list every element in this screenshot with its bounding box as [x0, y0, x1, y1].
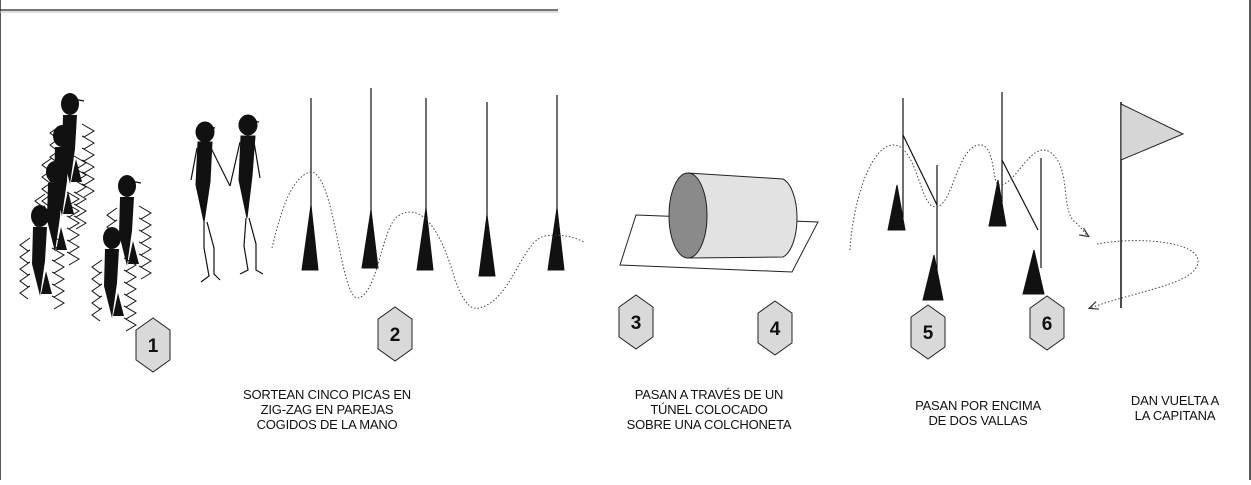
tunnel-mouth — [668, 172, 708, 259]
station-badge-3: 3 — [618, 294, 654, 350]
pole-1 — [301, 98, 319, 271]
station-badge-1: 1 — [135, 317, 171, 373]
station-number: 6 — [1042, 314, 1053, 335]
player-figure — [19, 205, 65, 310]
return-path — [1090, 240, 1199, 308]
station-badges: 1 2 3 4 5 6 — [135, 294, 1065, 373]
hurdle-1 — [887, 98, 944, 301]
station-number: 5 — [923, 323, 934, 344]
tunnel-body — [687, 172, 798, 259]
tunnel-on-mat — [619, 172, 819, 273]
caption-hurdles: PASAN POR ENCIMA DE DOS VALLAS — [915, 398, 1041, 428]
player-pair — [190, 114, 264, 283]
pole-3 — [416, 98, 434, 271]
pole-2 — [361, 88, 379, 269]
station-badge-2: 2 — [377, 306, 413, 362]
station-badge-4: 4 — [757, 300, 793, 356]
team-group — [19, 93, 152, 332]
hurdles — [887, 92, 1045, 301]
captain-flag — [1120, 102, 1185, 308]
caption-flag: DAN VUELTA A LA CAPITANA — [1130, 393, 1220, 423]
caption-zigzag: SORTEAN CINCO PICAS EN ZIG-ZAG EN PAREJA… — [242, 387, 411, 432]
station-badge-6: 6 — [1029, 295, 1065, 351]
pole-5 — [547, 95, 565, 271]
station-number: 1 — [148, 336, 159, 357]
pole-4 — [478, 102, 496, 277]
station-badge-5: 5 — [910, 304, 946, 360]
station-number: 4 — [770, 319, 781, 340]
caption-tunnel: PASAN A TRAVÉS DE UN TÚNEL COLOCADO SOBR… — [626, 387, 792, 432]
hurdle-path — [849, 144, 1088, 251]
zigzag-poles — [301, 88, 565, 277]
hurdle-2 — [988, 92, 1045, 295]
zigzag-path — [271, 171, 585, 309]
player-figure — [91, 227, 137, 332]
station-number: 3 — [631, 313, 642, 334]
station-number: 2 — [390, 325, 401, 346]
